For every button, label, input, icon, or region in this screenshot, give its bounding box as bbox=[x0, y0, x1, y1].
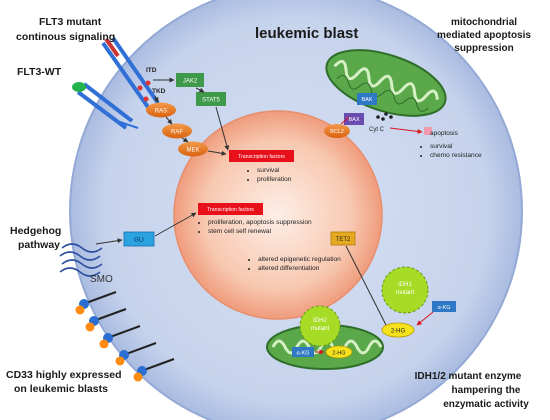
arrow-jak2-stat5 bbox=[195, 87, 205, 93]
jak2-box bbox=[176, 73, 204, 87]
hg2-mito-label: 2-HG bbox=[332, 351, 345, 357]
mek-node bbox=[178, 141, 208, 157]
mito-title-line3: suppression bbox=[454, 43, 513, 54]
smo-receptor bbox=[59, 243, 103, 277]
alpha-kg-cytoplasm-label: α-KG bbox=[438, 305, 451, 311]
arrow-mek-tf bbox=[207, 150, 227, 156]
cd33-title-line1: CD33 highly expressed bbox=[6, 369, 122, 381]
transcription-factors-label-1: Transcription factors bbox=[238, 154, 285, 160]
bak-box bbox=[357, 93, 377, 105]
bax-label: BAX bbox=[348, 117, 359, 123]
transcription-factors-box-1 bbox=[229, 150, 294, 162]
mek-label: MEK bbox=[186, 148, 199, 154]
ras-label: RAS bbox=[155, 109, 167, 115]
smo-label: SMO bbox=[90, 274, 113, 285]
tkd-label: TKD bbox=[152, 88, 166, 95]
idh1-node bbox=[381, 266, 429, 314]
cytochrome-c bbox=[376, 112, 393, 121]
alpha-kg-mito bbox=[292, 347, 314, 357]
arrow-stat5-tf bbox=[215, 106, 230, 151]
apoptosis-block bbox=[424, 127, 432, 135]
mito-title-line1: mitochondrial bbox=[451, 17, 517, 28]
tf1-effect-item: proliferation bbox=[257, 175, 291, 184]
flt3-mutant-title-line2: continous signaling bbox=[16, 31, 115, 43]
arrow-gli-tf2 bbox=[154, 212, 197, 237]
idh1-label-line1: IDH1 bbox=[398, 282, 412, 288]
cd33-receptors bbox=[75, 291, 175, 382]
tf2-effects-list: proliferation, apoptosis suppression ste… bbox=[196, 218, 312, 236]
idh-caption-line3: enzymatic activity bbox=[443, 399, 529, 410]
arrow-akg-2hg-cyt bbox=[416, 311, 434, 326]
hg2-mito-node bbox=[325, 345, 353, 359]
itd-label: ITD bbox=[146, 67, 157, 74]
jak2-label: JAK2 bbox=[183, 79, 198, 85]
epigenetic-effect-item: altered epigenetic regulation bbox=[258, 255, 341, 264]
tf1-effect-item: survival bbox=[257, 166, 291, 175]
gli-label: GLI bbox=[134, 238, 144, 244]
epigenetic-effect-item: altered differentiation bbox=[258, 264, 341, 273]
arrow-raf-mek bbox=[181, 137, 189, 143]
idh-caption-line1: IDH1/2 mutant enzyme bbox=[415, 371, 522, 382]
raf-label: RAF bbox=[171, 130, 183, 136]
tf1-effects-list: survival proliferation bbox=[245, 166, 291, 184]
arrow-tkd-ras bbox=[153, 95, 159, 103]
mito-effects-list: survival chemo resistance bbox=[418, 142, 482, 160]
arrow-ras-raf bbox=[165, 116, 173, 125]
transcription-factors-box-2 bbox=[198, 203, 263, 215]
cd33-title-line2: on leukemic blasts bbox=[14, 383, 108, 395]
mito-title-line2: mediated apoptosis bbox=[437, 30, 531, 41]
flt3-mutant-receptor bbox=[101, 36, 160, 112]
cytc-label: Cyt C bbox=[369, 127, 385, 133]
raf-node bbox=[162, 123, 192, 139]
hg2-cytoplasm-label: 2-HG bbox=[391, 329, 406, 335]
nucleus bbox=[173, 110, 383, 320]
bcl2-node bbox=[324, 124, 350, 138]
bak-label: BAK bbox=[361, 97, 372, 103]
idh2-label-line2: mutant bbox=[311, 326, 330, 332]
idh2-node bbox=[299, 305, 341, 347]
flt3-wt-title: FLT3-WT bbox=[17, 66, 62, 78]
inhibit-bcl2-bax bbox=[340, 116, 350, 125]
cell-title: leukemic blast bbox=[255, 25, 358, 42]
hedgehog-title-line2: pathway bbox=[18, 239, 60, 251]
transcription-factors-label-2: Transcription factors bbox=[207, 207, 254, 213]
mito-effect-item: survival bbox=[430, 142, 482, 151]
alpha-kg-mito-label: α-KG bbox=[297, 351, 310, 357]
apoptosis-label: apoptosis bbox=[430, 130, 459, 137]
bcl2-label: BCL2 bbox=[330, 129, 344, 135]
flt3-mutant-title-line1: FLT3 mutant bbox=[39, 16, 102, 28]
arrow-smo-gli bbox=[95, 238, 123, 245]
stat5-label: STAT5 bbox=[202, 98, 220, 104]
idh2-label-line1: IDH2 bbox=[313, 318, 327, 324]
mitochondrion-top bbox=[325, 49, 447, 117]
alpha-kg-cytoplasm bbox=[432, 301, 456, 312]
mito-effect-item: chemo resistance bbox=[430, 151, 482, 160]
hg2-cytoplasm-node bbox=[381, 322, 415, 338]
line-tet2-2hg bbox=[345, 245, 387, 326]
hedgehog-title-line1: Hedgehog bbox=[10, 225, 61, 237]
tf2-effect-item: proliferation, apoptosis suppression bbox=[208, 218, 312, 227]
idh1-label-line2: mutant bbox=[396, 290, 415, 296]
tet2-box bbox=[330, 231, 356, 246]
flt3-wt-receptor bbox=[72, 82, 139, 130]
epigenetic-effects-list: altered epigenetic regulation altered di… bbox=[246, 255, 341, 273]
gli-box bbox=[123, 231, 155, 247]
tf2-effect-item: stem cell self renewal bbox=[208, 227, 312, 236]
bax-box bbox=[344, 113, 364, 125]
arrow-cytc-apoptosis bbox=[389, 127, 423, 134]
ras-node bbox=[146, 102, 176, 118]
stat5-box bbox=[196, 92, 226, 106]
idh-caption-line2: hampering the bbox=[452, 385, 521, 396]
tet2-label: TET2 bbox=[336, 237, 351, 243]
